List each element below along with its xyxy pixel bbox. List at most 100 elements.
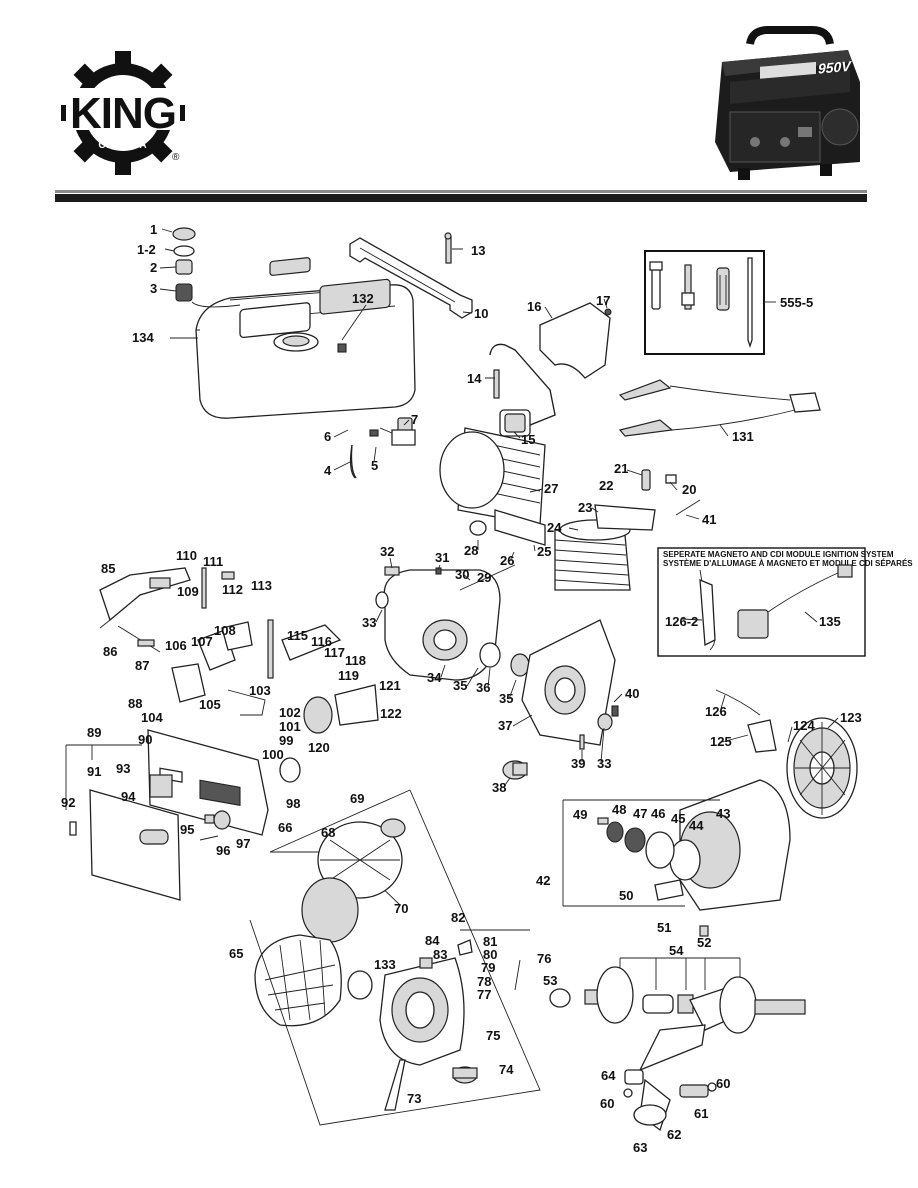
label-126-2: 126-2 (665, 614, 698, 629)
end-cover (249, 789, 541, 1126)
label-16: 16 (527, 299, 541, 314)
label-22: 22 (599, 478, 613, 493)
label-133: 133 (374, 957, 396, 972)
flywheel (786, 717, 858, 819)
label-25: 25 (537, 544, 551, 559)
label-93: 93 (116, 761, 130, 776)
label-98: 98 (286, 796, 300, 811)
label-70: 70 (394, 901, 408, 916)
label-43: 43 (716, 806, 730, 821)
label-132: 132 (352, 291, 374, 306)
label-102: 102 (279, 705, 301, 720)
label-60b: 60 (600, 1096, 614, 1111)
label-34: 34 (427, 670, 442, 685)
label-103: 103 (249, 683, 271, 698)
label-33b: 33 (597, 756, 611, 771)
label-118: 118 (345, 653, 366, 668)
label-68: 68 (321, 825, 335, 840)
label-32: 32 (380, 544, 394, 559)
label-17: 17 (596, 293, 610, 308)
label-1-2: 1-2 (137, 242, 156, 257)
part-number-labels: 1 1-2 2 3 134 132 13 10 16 17 555-5 14 1… (61, 222, 862, 1155)
gear-icon (61, 51, 185, 175)
label-96: 96 (216, 843, 230, 858)
label-78: 78 (477, 974, 491, 989)
label-36: 36 (476, 680, 490, 695)
fuel-tank-group (172, 227, 416, 479)
label-20: 20 (682, 482, 696, 497)
alternator (254, 789, 411, 1027)
label-110: 110 (176, 548, 197, 563)
control-panel (65, 729, 301, 901)
label-131: 131 (732, 429, 754, 444)
label-76: 76 (537, 951, 551, 966)
brand-name: KING (70, 89, 176, 138)
label-91: 91 (87, 764, 101, 779)
label-31: 31 (435, 550, 449, 565)
label-555-5: 555-5 (780, 295, 813, 310)
shroud-screw (604, 308, 612, 316)
label-15: 15 (521, 432, 535, 447)
label-50: 50 (619, 888, 633, 903)
label-54: 54 (669, 943, 684, 958)
label-3: 3 (150, 281, 157, 296)
label-2: 2 (150, 260, 157, 275)
label-97: 97 (236, 836, 250, 851)
product-badge: 950V (818, 58, 852, 77)
label-64: 64 (601, 1068, 616, 1083)
label-115: 115 (287, 628, 308, 643)
label-47: 47 (633, 806, 647, 821)
label-119: 119 (338, 668, 359, 683)
carry-handle (349, 232, 473, 319)
label-81: 81 (483, 934, 497, 949)
label-134: 134 (132, 330, 154, 345)
label-66: 66 (278, 820, 292, 835)
leader-lines (159, 228, 839, 786)
cylinder (554, 469, 701, 591)
exploded-parts-diagram: SEPERATE MAGNETO AND CDI MODULE IGNITION… (61, 222, 913, 1155)
header-rule (55, 194, 867, 202)
label-51: 51 (657, 920, 671, 935)
label-107: 107 (191, 634, 213, 649)
label-28: 28 (464, 543, 478, 558)
muffler (439, 427, 546, 546)
label-80: 80 (483, 947, 497, 962)
label-88: 88 (128, 696, 142, 711)
label-90: 90 (138, 732, 152, 747)
label-48: 48 (612, 802, 626, 817)
label-21: 21 (614, 461, 628, 476)
label-92: 92 (61, 795, 75, 810)
label-24: 24 (547, 520, 562, 535)
crankcase (375, 564, 530, 681)
label-53: 53 (543, 973, 557, 988)
label-49: 49 (573, 807, 587, 822)
label-40: 40 (625, 686, 639, 701)
label-35b: 35 (499, 691, 513, 706)
label-116: 116 (311, 634, 332, 649)
label-26: 26 (500, 553, 514, 568)
label-85: 85 (101, 561, 115, 576)
label-44: 44 (689, 818, 704, 833)
label-23: 23 (578, 500, 592, 515)
label-106: 106 (165, 638, 187, 653)
label-30: 30 (455, 567, 469, 582)
label-4: 4 (324, 463, 332, 478)
label-46: 46 (651, 806, 665, 821)
crankshaft (549, 957, 806, 1132)
label-120: 120 (308, 740, 330, 755)
recoil-starter (562, 779, 791, 937)
label-65: 65 (229, 946, 243, 961)
label-89: 89 (87, 725, 101, 740)
label-126: 126 (705, 704, 727, 719)
label-77: 77 (477, 987, 491, 1002)
label-109: 109 (177, 584, 199, 599)
label-105: 105 (199, 697, 221, 712)
label-61: 61 (694, 1106, 708, 1121)
label-37: 37 (498, 718, 512, 733)
carburetor-group (99, 567, 379, 734)
label-104: 104 (141, 710, 163, 725)
crankcase-cover (502, 619, 619, 780)
label-117: 117 (324, 645, 345, 660)
label-124: 124 (793, 718, 815, 733)
label-108: 108 (214, 623, 236, 638)
